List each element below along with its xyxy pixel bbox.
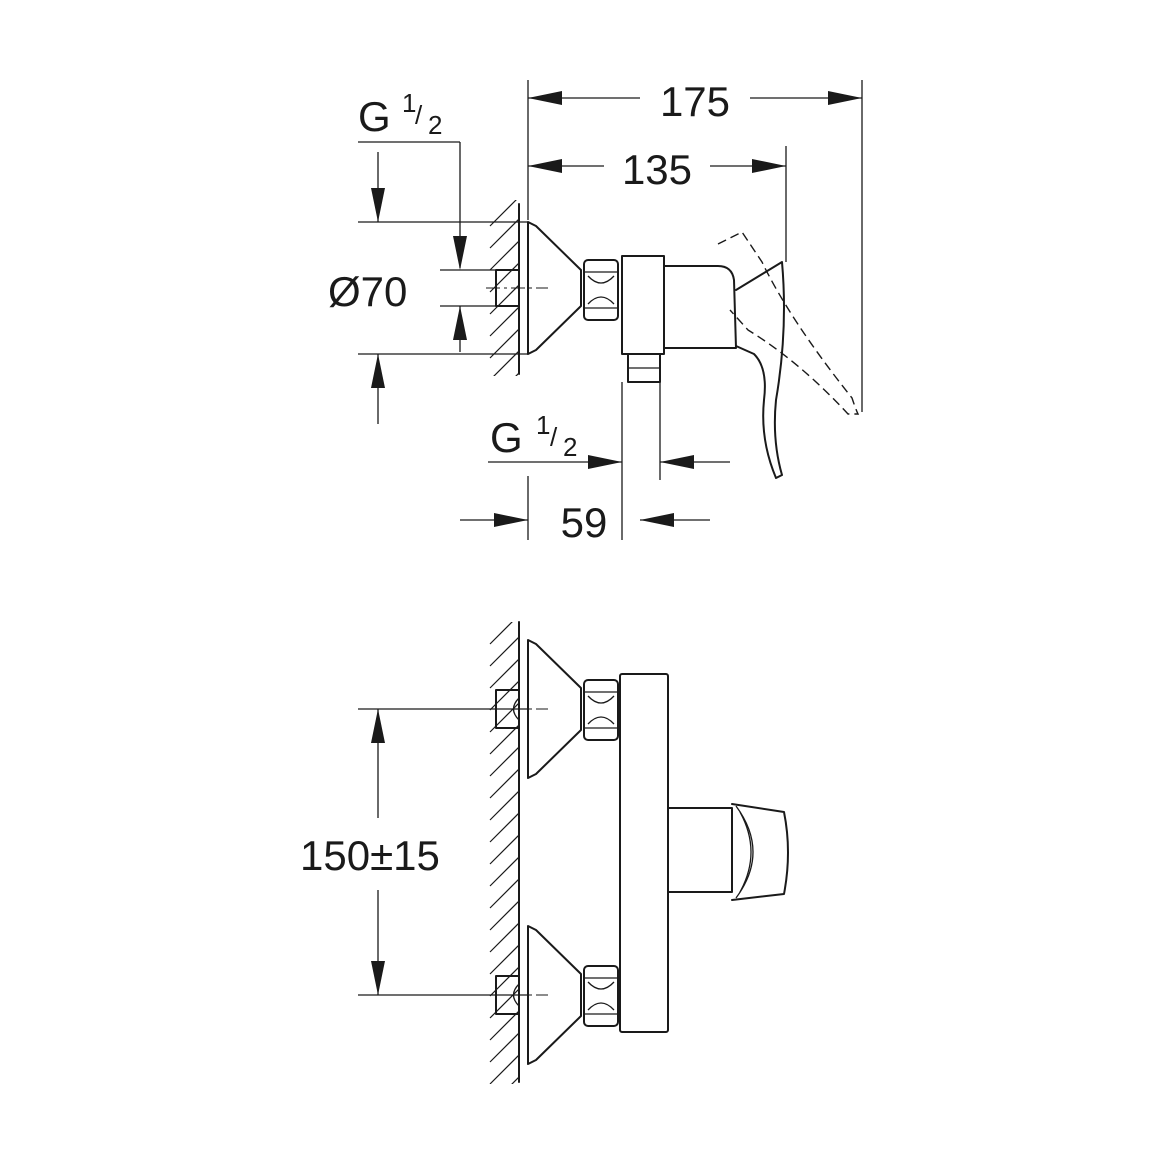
dimension-diameter-70-label: Ø70: [328, 268, 407, 315]
dimension-175: 175: [527, 78, 863, 412]
lever-handle-side: [735, 261, 785, 479]
front-view: [486, 621, 789, 1084]
inlet-thread-numerator: 1: [402, 88, 416, 118]
outlet-thread-slash: /: [550, 422, 558, 452]
wall-section-front: [489, 621, 520, 1084]
dimension-59: 59: [460, 476, 710, 546]
inlet-nipple-side: [486, 269, 548, 307]
hex-nut-side: [583, 259, 619, 321]
escutcheon-side: [527, 221, 582, 355]
inlet-thread-slash: /: [415, 100, 423, 130]
outlet-thread-letter: G: [490, 414, 523, 461]
cartridge-and-lever-front: [667, 803, 789, 901]
outlet-thread-numerator: 1: [536, 410, 550, 440]
wall-section-side: [489, 200, 520, 376]
outlet-thread-denominator: 2: [563, 432, 577, 462]
inlet-thread-denominator: 2: [428, 110, 442, 140]
dimension-135-label: 135: [622, 146, 692, 193]
side-view: [486, 200, 860, 479]
mixer-body-side: [621, 255, 737, 383]
dimension-diameter-70: Ø70: [328, 152, 528, 424]
dimension-175-label: 175: [660, 78, 730, 125]
outlet-thread-callout: G 1 / 2: [488, 382, 730, 540]
dimension-150: 150±15: [300, 708, 528, 996]
dimension-59-label: 59: [561, 499, 608, 546]
inlet-thread-letter: G: [358, 93, 391, 140]
lever-alternate-position: [717, 231, 860, 415]
mixer-body-front: [619, 673, 669, 1033]
dimension-135: 135: [528, 146, 787, 262]
inlet-thread-callout: G 1 / 2: [358, 88, 467, 352]
dimension-150-label: 150±15: [300, 832, 440, 879]
